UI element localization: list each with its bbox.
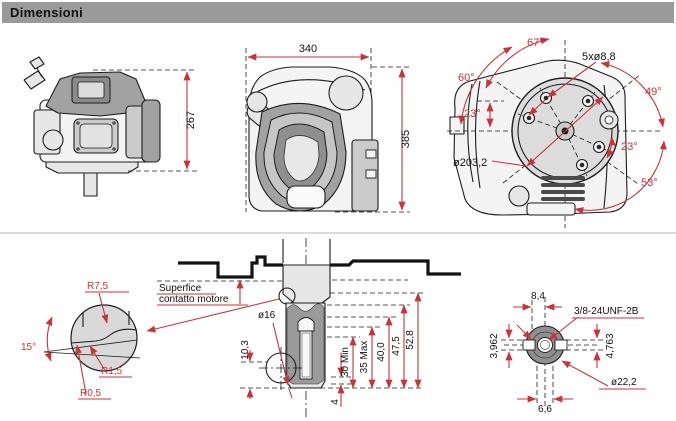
dim-angle-49: 49° — [645, 86, 662, 98]
dim-angle-53: 53° — [641, 177, 658, 189]
dim-radius-inner: R0,5 — [80, 388, 102, 399]
dim-angle-23-left: 23° — [464, 108, 481, 120]
dim-len-max: 35 Max — [359, 341, 370, 374]
dim-side-height: 267 — [185, 111, 197, 129]
dim-front-height: 385 — [400, 130, 412, 148]
dim-key-left: 3,962 — [489, 333, 500, 358]
dim-len-min: 30 Min — [340, 347, 351, 377]
engine-side-view: 267 — [23, 56, 197, 197]
dim-radius-mid: R1,5 — [101, 366, 123, 377]
dim-angle-60: 60° — [458, 72, 475, 84]
dim-shaft-end-diameter: ø22,2 — [611, 377, 637, 388]
chamfer-detail-view: 15° R7,5 R1,5 R0,5 — [21, 281, 280, 400]
dim-angle-67: 67° — [527, 37, 544, 49]
dim-front-width: 340 — [299, 43, 317, 55]
dim-radius-outer: R7,5 — [87, 281, 109, 292]
dim-shaft-depth: 10,3 — [240, 340, 251, 360]
section-header-bar: Dimensioni — [2, 2, 674, 23]
dim-len-40: 40,0 — [376, 342, 387, 362]
dim-angle-23-right: 23° — [621, 141, 638, 153]
dim-shaft-diameter: ø16 — [258, 310, 276, 321]
dim-flange-diameter: ø203,2 — [453, 157, 487, 169]
dim-len-47: 47,5 — [391, 336, 402, 356]
dim-thread: 3/8-24UNF-2B — [574, 306, 639, 317]
dim-shaft-step: 4 — [330, 399, 341, 405]
dim-chamfer-angle: 15° — [21, 342, 36, 353]
mounting-surface-profile: Superfice contatto motore — [157, 255, 461, 306]
engine-rear-view: 67° 60° 5xø8,8 ø203,2 49° 23° 23° 53° — [447, 37, 667, 228]
dim-key-right: 4,763 — [605, 333, 616, 358]
dim-bolt-holes: 5xø8,8 — [582, 51, 616, 63]
engine-front-view: 340 385 — [245, 43, 412, 213]
surface-label-line2: contatto motore — [159, 294, 229, 305]
dim-key-width: 6,6 — [538, 404, 552, 415]
crankshaft-section-view: ø16 10,3 4 30 Min 35 M — [240, 238, 424, 417]
shaft-end-view: 8,4 3/8-24UNF-2B 3,962 4,763 ø22,2 — [489, 291, 646, 415]
dim-key-offset: 8,4 — [531, 291, 545, 302]
page-title: Dimensioni — [10, 5, 84, 20]
dim-len-52: 52,8 — [405, 330, 416, 350]
surface-label-line1: Superfice — [159, 283, 202, 294]
